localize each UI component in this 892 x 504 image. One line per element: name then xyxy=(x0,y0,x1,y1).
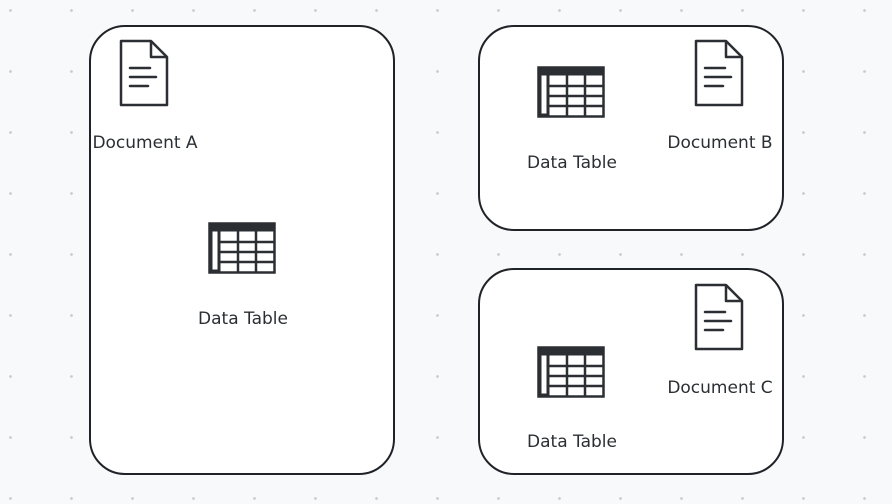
table-icon[interactable] xyxy=(537,66,605,118)
data-table-c-label: Data Table xyxy=(527,432,617,452)
document-icon[interactable] xyxy=(119,39,169,107)
document-icon[interactable] xyxy=(694,39,744,107)
data-table-b-label: Data Table xyxy=(527,153,617,173)
document-icon[interactable] xyxy=(694,283,744,351)
document-c-label: Document C xyxy=(667,378,773,398)
data-table-a-label: Data Table xyxy=(198,309,288,329)
document-a-label: Document A xyxy=(92,133,198,153)
table-icon[interactable] xyxy=(537,346,605,398)
document-b-label: Document B xyxy=(667,133,773,153)
table-icon[interactable] xyxy=(208,222,276,274)
